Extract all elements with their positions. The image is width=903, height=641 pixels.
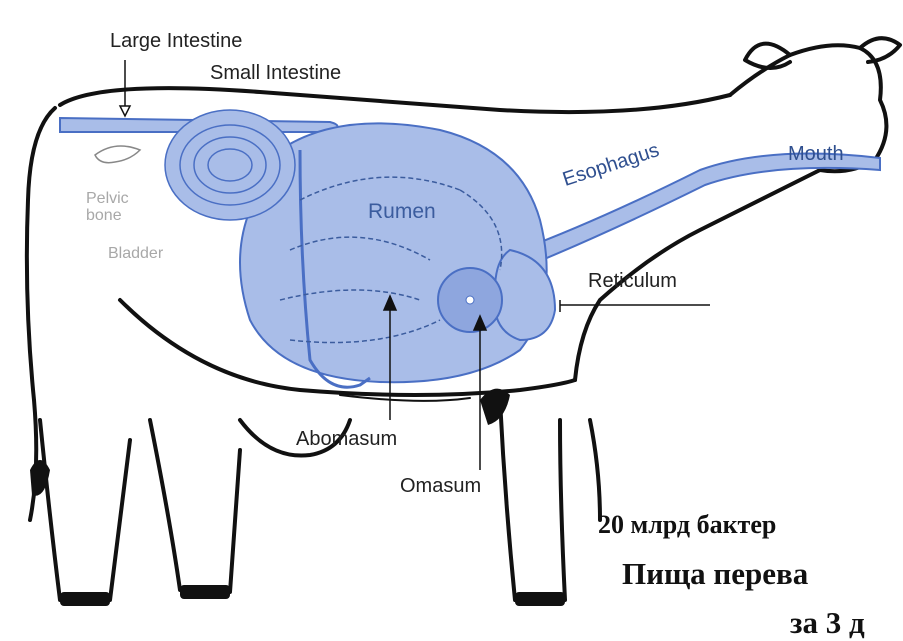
label-small-intestine: Small Intestine xyxy=(210,62,341,85)
label-large-intestine: Large Intestine xyxy=(110,30,242,53)
label-rumen: Rumen xyxy=(368,200,436,224)
omasum-center xyxy=(466,296,474,304)
label-abomasum: Abomasum xyxy=(296,428,397,451)
caption-line-3: за 3 д xyxy=(790,605,865,641)
caption-line-1: 20 млрд бактер xyxy=(598,510,776,540)
label-omasum: Omasum xyxy=(400,475,481,498)
label-reticulum: Reticulum xyxy=(588,270,677,293)
hooves xyxy=(60,585,565,606)
caption-line-2: Пища перева xyxy=(622,556,808,592)
label-bladder: Bladder xyxy=(108,245,163,263)
pelvic-bone xyxy=(95,146,140,163)
small-intestine-coil xyxy=(165,110,295,220)
label-pelvic-bone: Pelvic bone xyxy=(86,190,129,224)
label-mouth: Mouth xyxy=(788,143,844,166)
